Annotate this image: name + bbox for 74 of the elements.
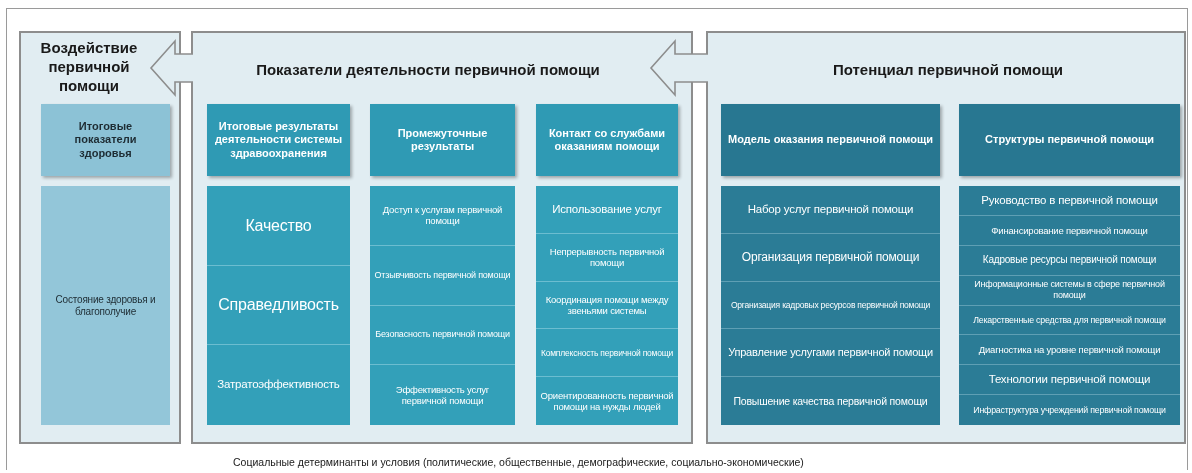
indicator-text: Повышение качества первичной помощи [733,394,928,408]
indicator-text: Доступ к услугам первичной помощи [381,204,504,227]
panel-title: Показатели деятельности первичной помощи [255,61,601,80]
block-arrow [149,38,194,98]
indicator-cell [721,377,940,425]
indicator-cell [370,305,515,366]
indicator-cell [536,377,678,425]
indicator-text: Непрерывность первичной помощи [548,245,666,269]
header-text: Контакт со службами оказаниям помощи [547,126,667,154]
indicator-cell [370,365,515,425]
indicator-text: Технологии первичной помощи [988,372,1151,387]
indicator-cell [959,335,1180,366]
indicator-text: Финансирование первичной помощи [991,224,1148,236]
indicator-cell [41,186,170,425]
indicator-text: Информационные системы в сфере первичной помощи [973,279,1166,301]
indicator-cell [721,329,940,378]
indicator-cell [959,365,1180,396]
indicator-cell [536,233,678,282]
indicator-cell [536,329,678,378]
footnote-text: Социальные детерминанты и условия (политические, общественные, демографические, социально-экономические) [233,456,804,468]
indicator-cell [207,345,350,425]
header-box [959,104,1180,176]
header-text: Итоговые результаты деятельности системы здравоохранения [213,120,344,160]
indicator-text: Инфраструктура учреждений первичной помощи [973,404,1166,416]
indicator-cell [207,186,350,266]
indicator-text: Лекарственные средства для первичной помощи [973,314,1166,326]
indicator-cell [536,186,678,234]
indicator-text: Управление услугами первичной помощи [728,346,933,360]
indicator-text: Затратоэффективность [217,378,340,393]
indicator-text: Комплексность первичной помощи [540,347,674,358]
indicator-cell [959,305,1180,336]
indicator-text: Руководство в первичной помощи [981,193,1158,208]
block-arrow [649,38,709,98]
header-box [370,104,515,176]
header-text: Структуры первичной помощи [985,133,1154,147]
indicator-text: Кадровые ресурсы первичной помощи [982,254,1157,267]
indicator-cell [370,186,515,246]
indicator-cell [959,245,1180,276]
indicator-cell [959,215,1180,246]
panel-title: Воздействие первичной помощи [39,39,139,96]
panel [191,31,693,444]
header-box [41,104,170,176]
header-text: Промежуточные результаты [396,126,489,154]
indicator-text: Эффективность услуг первичной помощи [394,383,491,407]
indicator-text: Набор услуг первичной помощи [747,202,914,217]
indicator-cell [721,186,940,234]
indicator-cell [959,275,1180,306]
header-text: Итоговые показатели здоровья [73,120,138,160]
indicator-cell [959,395,1180,425]
header-text: Модель оказания первичной помощи [728,133,933,147]
indicator-cell [370,245,515,306]
indicator-text: Организация первичной помощи [741,250,920,265]
indicator-cell [536,281,678,330]
indicator-cell [959,186,1180,216]
indicator-cell [721,233,940,282]
indicator-text: Состояние здоровья и благополучие [54,293,157,318]
header-box [721,104,940,176]
indicator-text: Организация кадровых ресурсов первичной помощи [730,299,931,311]
panel [706,31,1186,444]
indicator-text: Качество [245,215,312,235]
panel [19,31,181,444]
indicator-text: Безопасность первичной помощи [375,329,510,341]
indicator-text: Ориентированность первичной помощи на нужды людей [540,389,674,413]
header-box [536,104,678,176]
indicator-text: Отзывчивость первичной помощи [374,269,511,281]
indicator-text: Координация помощи между звеньями системы [544,293,670,317]
header-box [207,104,350,176]
outer-frame [6,8,1188,470]
indicator-cell [207,265,350,346]
indicator-text: Использование услуг [552,202,662,217]
indicator-text: Диагностика на уровне первичной помощи [978,344,1161,356]
indicator-text: Справедливость [218,295,339,315]
panel-title: Потенциал первичной помощи [831,61,1065,80]
indicator-cell [721,281,940,330]
